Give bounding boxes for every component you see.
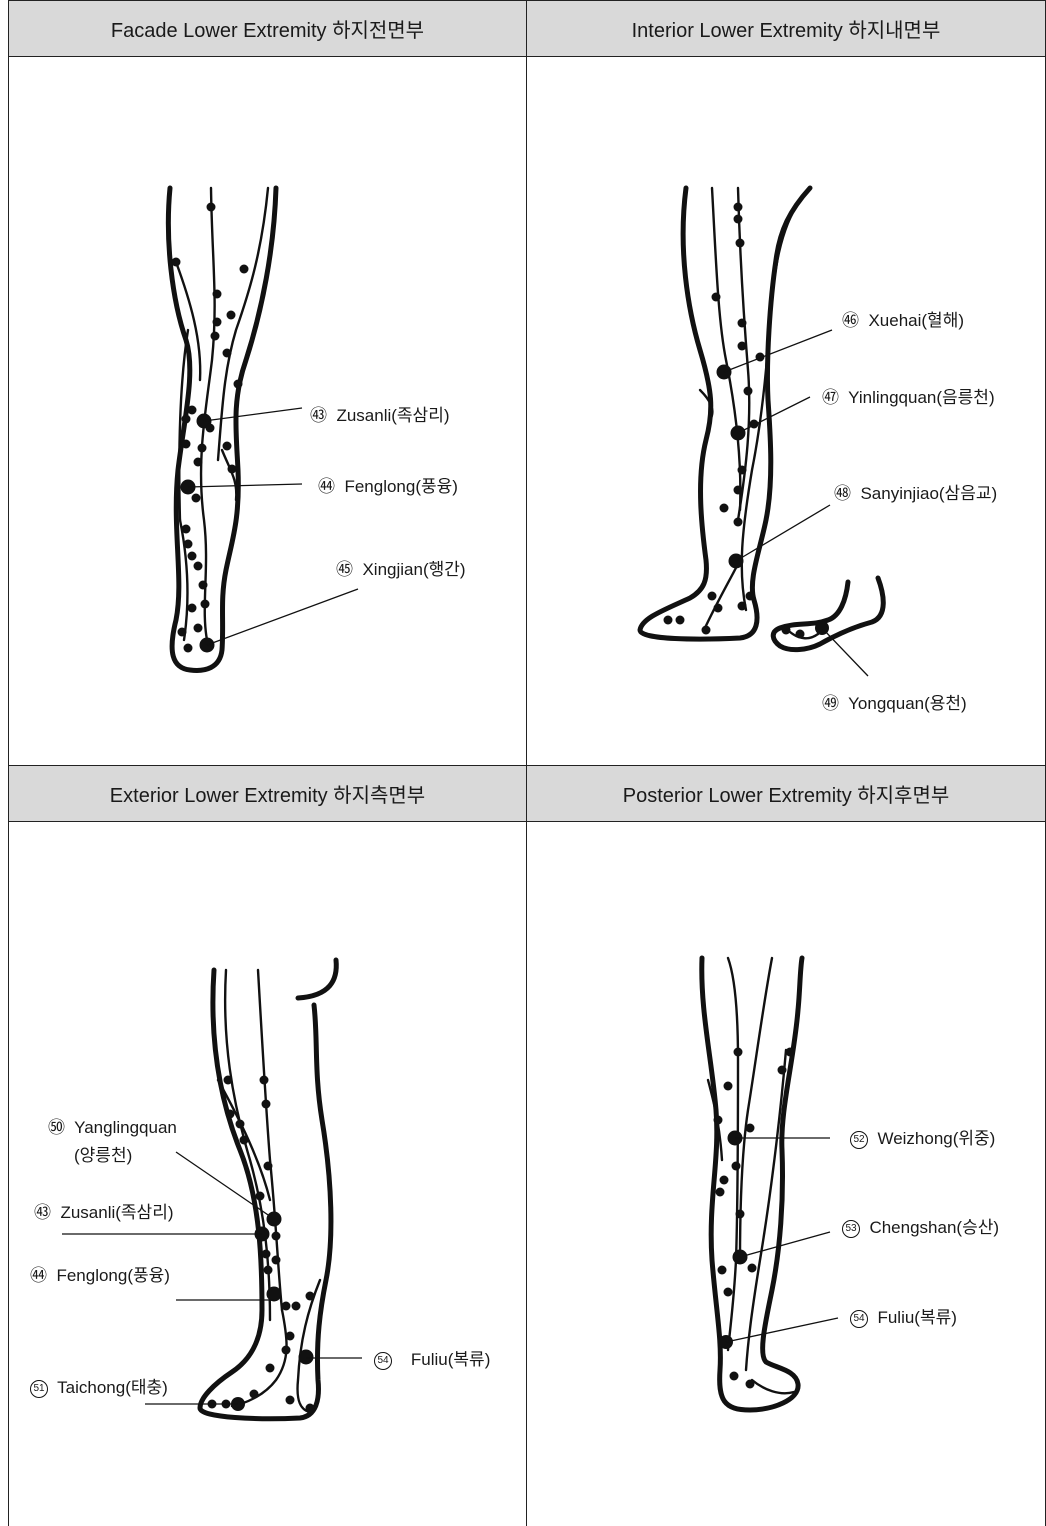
point-number: 52	[850, 1131, 868, 1149]
label-fenglong: ㊹ Fenglong(풍융)	[318, 477, 458, 497]
label-weizhong: 52 Weizhong(위중)	[850, 1129, 995, 1149]
label-sanyinjiao: ㊽ Sanyinjiao(삼음교)	[834, 484, 997, 504]
point-number: ㊸	[34, 1203, 51, 1222]
point-name: Yinlingquan(음릉천)	[848, 388, 994, 407]
point-number: ㊿	[48, 1118, 65, 1137]
point-number: ㊻	[842, 311, 859, 330]
interior-points	[664, 203, 830, 639]
label-taichong: 51 Taichong(태충)	[30, 1378, 168, 1398]
interior-leg-drawing	[640, 188, 883, 650]
point-name: Xingjian(행간)	[362, 560, 465, 579]
point-number: ㊺	[336, 560, 353, 579]
point-name: Zusanli(족삼리)	[60, 1203, 173, 1222]
label-xingjian: ㊺ Xingjian(행간)	[336, 560, 466, 580]
label-zusanli: ㊸ Zusanli(족삼리)	[34, 1203, 174, 1223]
point-name: Fenglong(풍융)	[56, 1266, 170, 1285]
point-name-korean: (양릉천)	[74, 1146, 132, 1165]
label-fuliu: 54 Fuliu(복류)	[374, 1350, 490, 1370]
label-fenglong: ㊹ Fenglong(풍융)	[30, 1266, 170, 1286]
label-zusanli: ㊸ Zusanli(족삼리)	[310, 406, 450, 426]
point-name: Taichong(태충)	[57, 1378, 168, 1397]
label-yanglingquan-korean: (양릉천)	[74, 1146, 132, 1166]
point-name: Yongquan(용천)	[848, 694, 967, 713]
point-number: ㊸	[310, 406, 327, 425]
point-number: 54	[374, 1352, 392, 1370]
label-fuliu: 54 Fuliu(복류)	[850, 1308, 957, 1328]
point-name: Fenglong(풍융)	[344, 477, 458, 496]
point-number: ㊾	[822, 694, 839, 713]
point-number: 51	[30, 1380, 48, 1398]
point-number: ㊹	[318, 477, 335, 496]
exterior-leg-drawing	[200, 960, 336, 1419]
point-name: Chengshan(승산)	[869, 1218, 999, 1237]
label-yinlingquan: ㊼ Yinlingquan(음릉천)	[822, 388, 995, 408]
point-name: Xuehai(혈해)	[868, 311, 964, 330]
point-number: 53	[842, 1220, 860, 1238]
point-name: Zusanli(족삼리)	[336, 406, 449, 425]
point-name: Fuliu(복류)	[411, 1350, 490, 1369]
point-number: 54	[850, 1310, 868, 1328]
label-yanglingquan: ㊿ Yanglingquan	[48, 1118, 177, 1138]
label-chengshan: 53 Chengshan(승산)	[842, 1218, 999, 1238]
posterior-leg-drawing	[702, 958, 802, 1410]
point-name: Fuliu(복류)	[877, 1308, 956, 1327]
point-name: Sanyinjiao(삼음교)	[860, 484, 997, 503]
facade-leader-lines	[188, 408, 358, 645]
point-number: ㊹	[30, 1266, 47, 1285]
point-name: Yanglingquan	[74, 1118, 177, 1137]
facade-leg-drawing	[168, 188, 276, 670]
point-name: Weizhong(위중)	[877, 1129, 995, 1148]
label-xuehai: ㊻ Xuehai(혈해)	[842, 311, 964, 331]
point-number: ㊼	[822, 388, 839, 407]
label-yongquan: ㊾ Yongquan(용천)	[822, 694, 967, 714]
point-number: ㊽	[834, 484, 851, 503]
